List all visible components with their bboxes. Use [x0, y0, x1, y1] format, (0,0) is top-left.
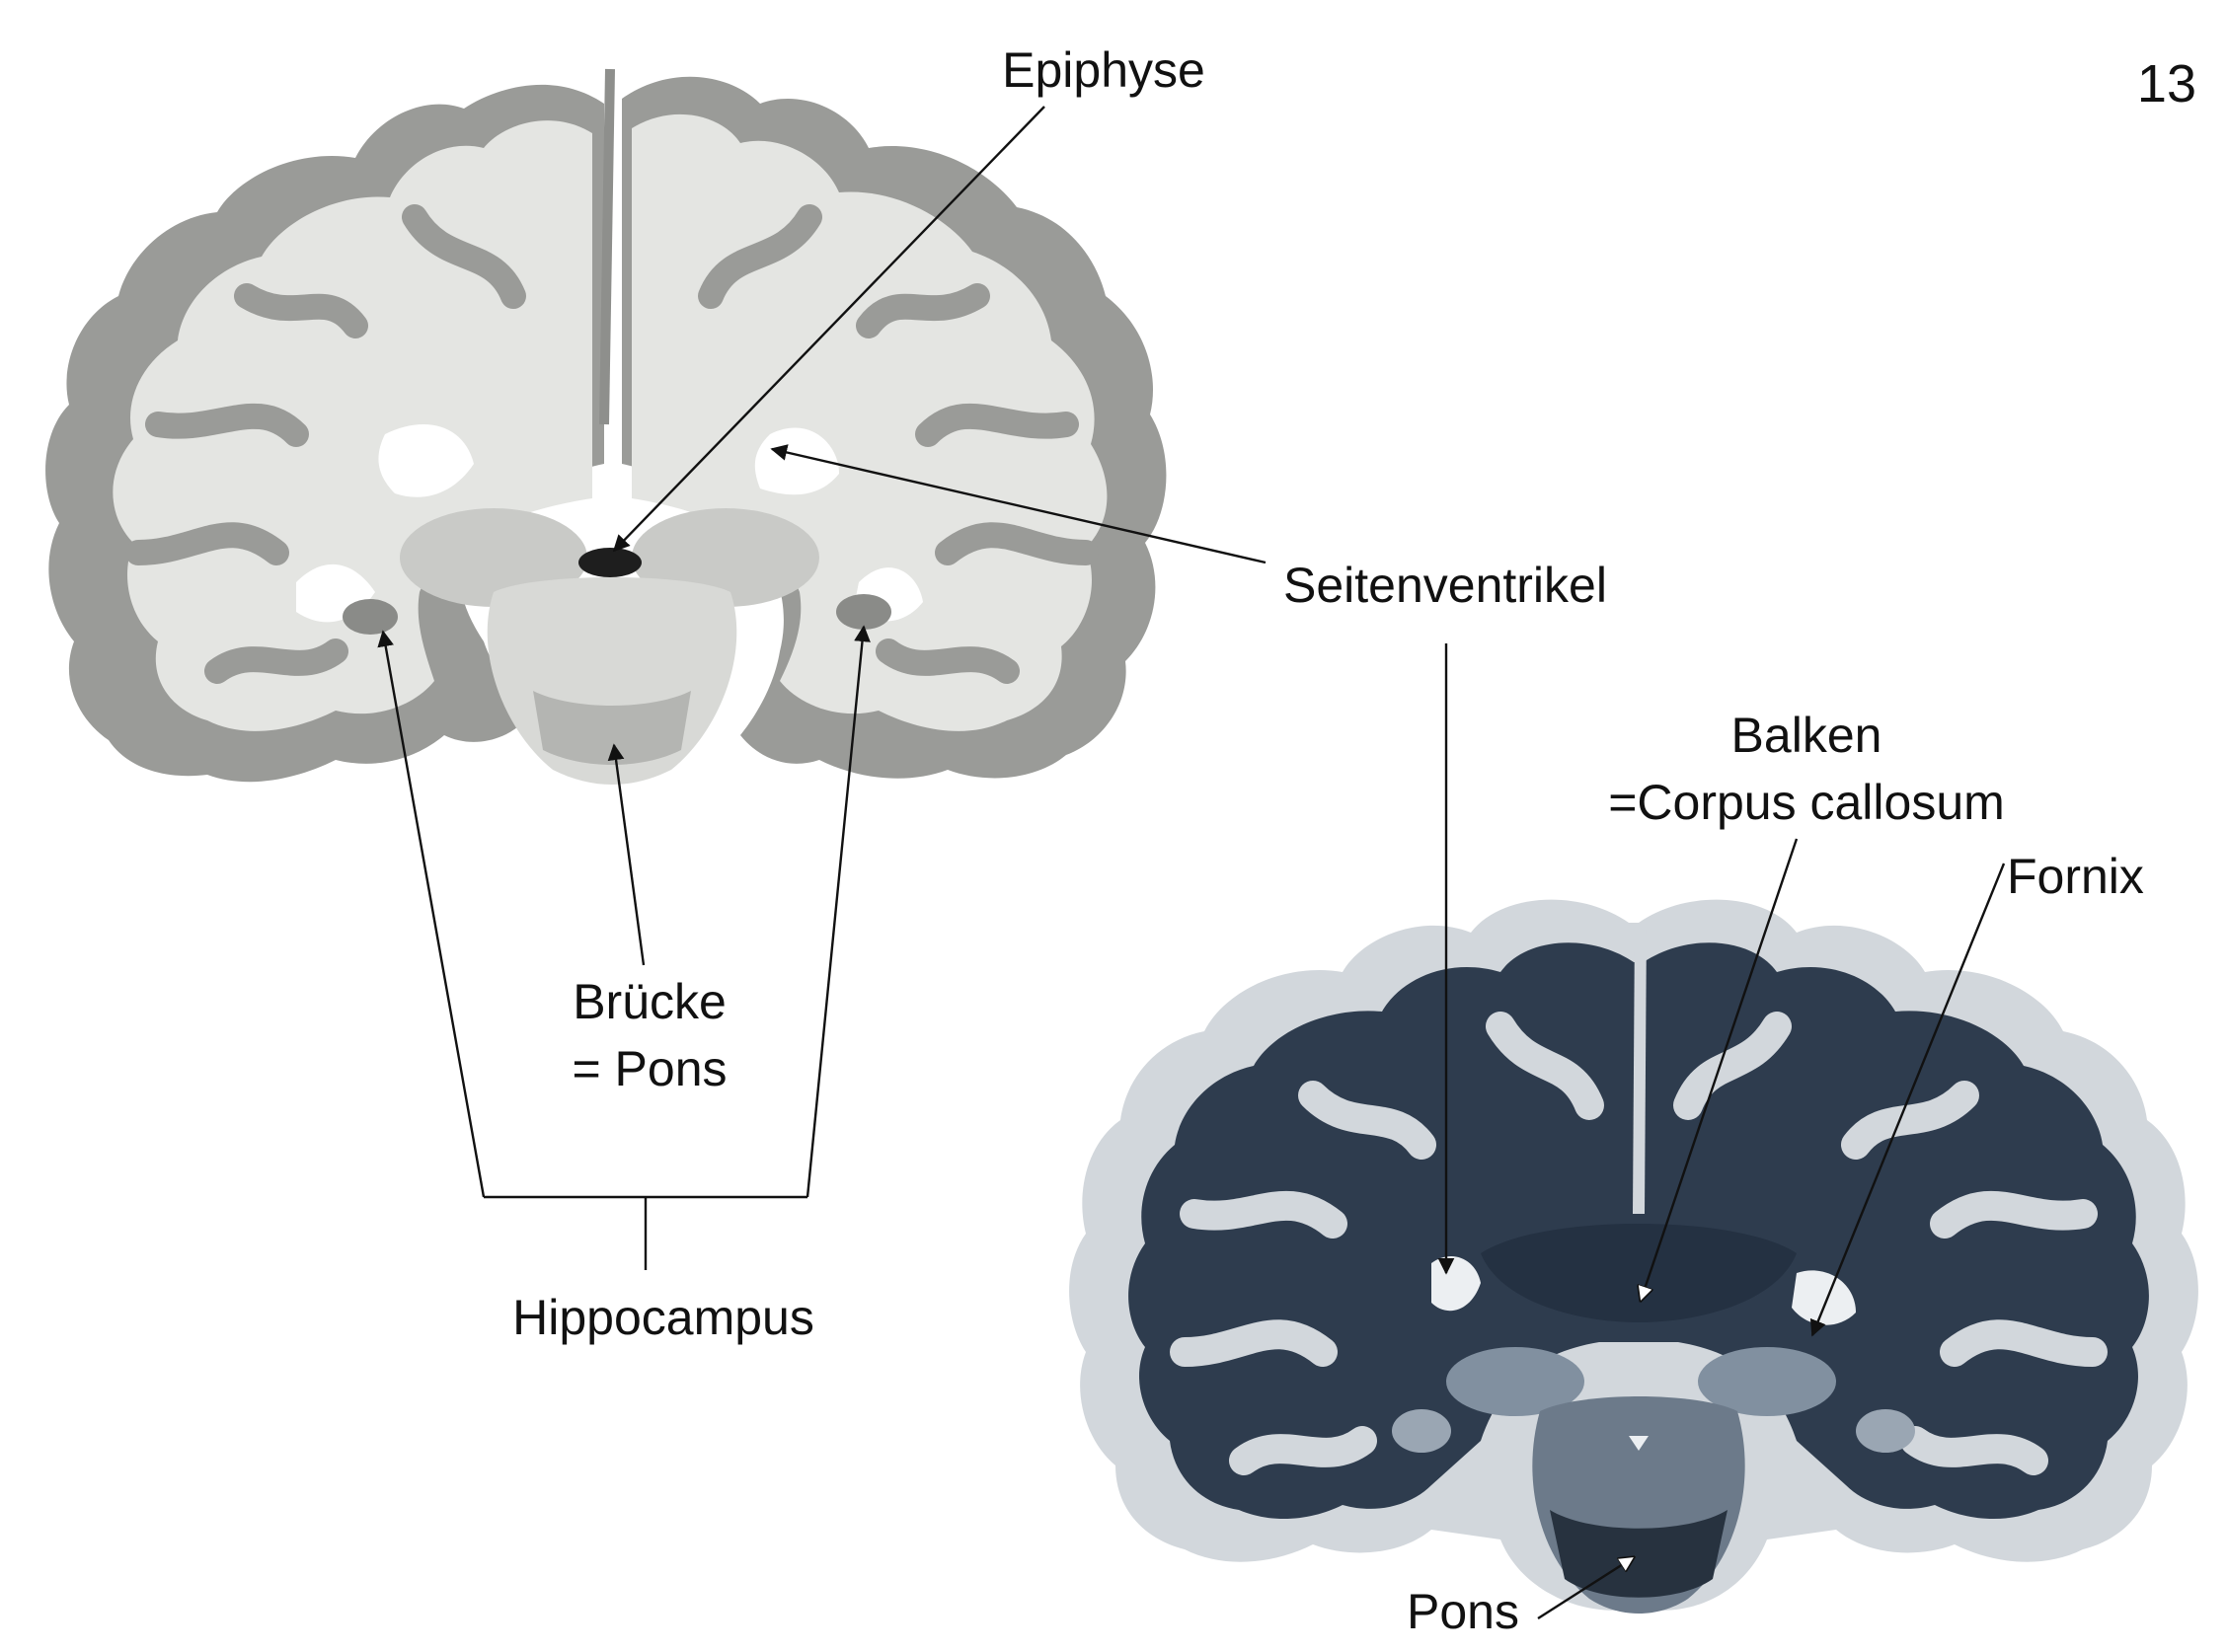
coronal-section-bottom	[1069, 899, 2198, 1614]
leader-hippocampus-right	[806, 625, 871, 1198]
top-left-hippocampus	[343, 599, 398, 635]
leader-bruecke	[607, 743, 646, 966]
bottom-right-hippocampus	[1856, 1409, 1915, 1453]
label-balken-line1: Balken	[1731, 708, 1882, 763]
top-longitudinal-fissure	[599, 68, 615, 425]
label-hippocampus: Hippocampus	[512, 1290, 814, 1345]
leader-pons	[1537, 1557, 1634, 1620]
bottom-right-lateral-ventricle	[1792, 1270, 1856, 1325]
bottom-right-thalamus	[1698, 1347, 1836, 1416]
leader-lines	[377, 106, 2006, 1620]
bottom-corpus-callosum	[1481, 1224, 1797, 1322]
label-balken-line2: =Corpus callosum	[1608, 775, 2005, 830]
leader-seitenventrikel-top	[770, 444, 1267, 564]
bottom-left-thalamus	[1446, 1347, 1584, 1416]
label-pons: Pons	[1407, 1584, 1519, 1639]
label-epiphyse: Epiphyse	[1002, 42, 1205, 98]
top-left-white-matter	[113, 120, 593, 731]
bottom-left-hippocampus	[1392, 1409, 1451, 1453]
leader-hippocampus-left	[377, 630, 486, 1198]
coronal-section-top	[45, 68, 1167, 785]
top-epiphysis	[578, 548, 642, 577]
label-seitenventrikel: Seitenventrikel	[1283, 558, 1607, 613]
leader-fornix	[1809, 863, 2006, 1337]
page-number: 13	[2137, 54, 2196, 113]
top-left-lateral-ventricle	[378, 424, 474, 497]
top-right-hippocampus	[836, 594, 891, 630]
bottom-longitudinal-fissure	[1633, 922, 1647, 1215]
label-bruecke-line1: Brücke	[573, 974, 727, 1029]
label-fornix: Fornix	[2007, 849, 2144, 904]
leader-balken	[1641, 838, 1799, 1301]
text-labels: 13 Epiphyse Seitenventrikel Balken =Corp…	[512, 42, 2196, 1639]
label-bruecke-line2: = Pons	[572, 1041, 727, 1096]
leader-epiphyse	[612, 106, 1045, 553]
